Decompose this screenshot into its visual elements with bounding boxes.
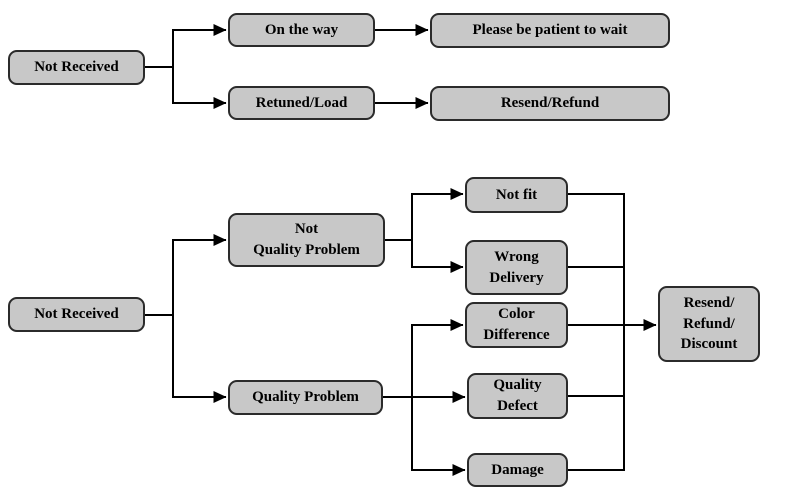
edge-root1-split <box>145 29 174 104</box>
edge-nqp-split <box>385 193 413 268</box>
node-resend-refund: Resend/Refund <box>430 86 670 121</box>
node-not-received-top: Not Received <box>8 50 145 85</box>
node-not-fit: Not fit <box>465 177 568 213</box>
node-not-quality-problem: Not Quality Problem <box>228 213 385 267</box>
edge-root2-split <box>145 239 174 398</box>
node-damage: Damage <box>467 453 568 487</box>
node-quality-defect: Quality Defect <box>467 373 568 419</box>
node-quality-problem: Quality Problem <box>228 380 383 415</box>
node-retuned-load: Retuned/Load <box>228 86 375 120</box>
node-not-received-bottom: Not Received <box>8 297 145 332</box>
edge-qp-split <box>383 324 413 471</box>
node-color-difference: Color Difference <box>465 302 568 348</box>
node-resend-refund-discount: Resend/ Refund/ Discount <box>658 286 760 362</box>
node-on-the-way: On the way <box>228 13 375 47</box>
edge-collector <box>568 193 625 471</box>
node-wrong-delivery: Wrong Delivery <box>465 240 568 295</box>
node-please-be-patient: Please be patient to wait <box>430 13 670 48</box>
